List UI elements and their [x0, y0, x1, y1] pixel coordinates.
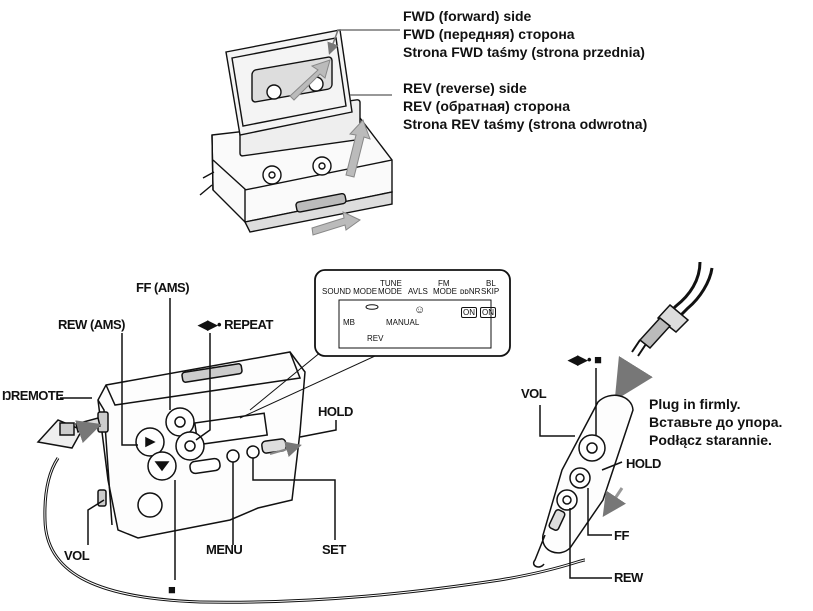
sound-mode-text: SOUND MODE: [322, 287, 378, 296]
vol-label-player: VOL: [64, 548, 90, 563]
manual-text: MANUAL: [386, 318, 420, 327]
tune-mode-text-2: MODE: [378, 287, 402, 296]
player-body: [97, 351, 306, 539]
remote-callouts: [539, 368, 623, 579]
rev-side-label-pl: Strona REV taśmy (strona odwrotna): [403, 116, 648, 132]
rev-text: REV: [367, 334, 384, 343]
plug-in-label-ru: Вставьте до упора.: [649, 414, 783, 430]
avls-text: AVLS: [408, 287, 428, 296]
mb-text: MB: [343, 318, 355, 327]
menu-label: MENU: [206, 542, 243, 557]
vol-label-remote: VOL: [521, 386, 547, 401]
on-indicator-1: ON: [461, 307, 477, 318]
skip-text: SKIP: [481, 287, 500, 296]
plug-in-label-pl: Podłącz starannie.: [649, 432, 772, 448]
hold-label-player: HOLD: [318, 404, 353, 419]
on-indicator-2: ON: [480, 307, 496, 318]
remote-jack-label: ŊREMOTE: [2, 388, 64, 403]
hold-label-remote: HOLD: [626, 456, 661, 471]
rev-side-label-en: REV (reverse) side: [403, 80, 527, 96]
rew-label-remote: REW: [614, 570, 643, 585]
rev-side-label-ru: REV (обратная) сторона: [403, 98, 571, 114]
remote-cable: [664, 261, 714, 322]
insert-arrows: [289, 59, 371, 236]
rew-ams-label: REW (AMS): [58, 317, 126, 332]
set-label: SET: [322, 542, 346, 557]
fwd-side-label-en: FWD (forward) side: [403, 8, 532, 24]
fwd-side-label-pl: Strona FWD taśmy (strona przednia): [403, 44, 645, 60]
tune-mode-text-1: TUNE: [380, 279, 402, 288]
ff-label-remote: FF: [614, 528, 629, 543]
fm-mode-text-1: FM: [438, 279, 450, 288]
cassette-illustration: [199, 29, 393, 233]
plug-in-label-en: Plug in firmly.: [649, 396, 741, 412]
ff-ams-label: FF (AMS): [136, 280, 190, 295]
smiley-icon: ☺: [414, 304, 426, 316]
player-callouts: [60, 298, 337, 580]
play-repeat-label: ◀▶• REPEAT: [198, 317, 273, 332]
headphone-plug: [631, 303, 690, 357]
bl-text: BL: [486, 279, 496, 288]
fm-mode-text-2: MODE: [433, 287, 457, 296]
remote-play-stop-label: ◀▶• ■: [568, 352, 602, 367]
fwd-side-label-ru: FWD (передняя) сторона: [403, 26, 575, 42]
stop-label: ■: [168, 582, 176, 597]
nr-text: ᴅᴅNR: [460, 287, 481, 296]
